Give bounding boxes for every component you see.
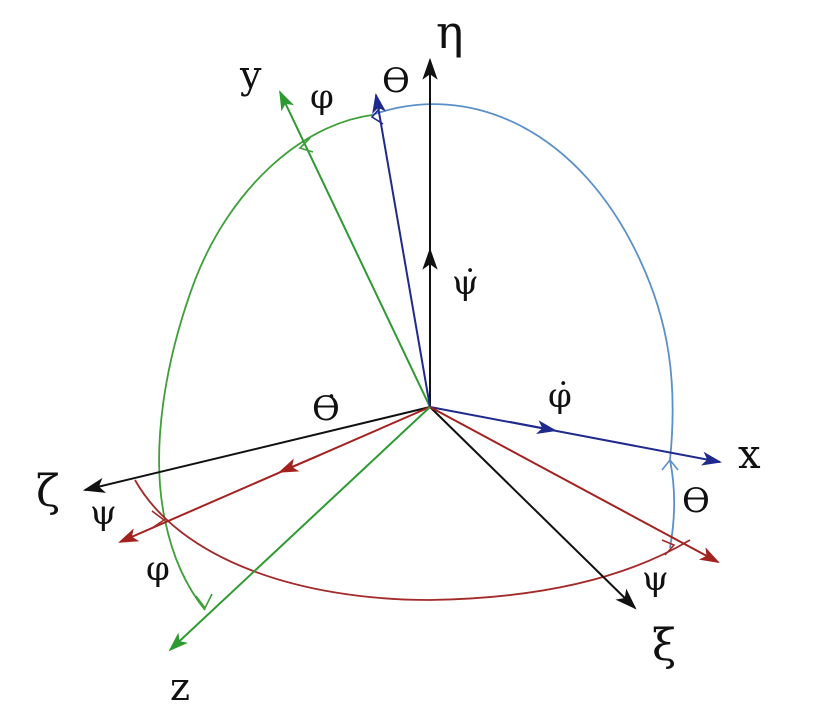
psi-arc-red: [134, 479, 691, 601]
red-left-axis: [118, 406, 431, 543]
label-phi-top: φ: [310, 77, 334, 117]
label-phi-dot: φ̇: [548, 376, 572, 416]
label-theta-dot: ϴ̇: [312, 389, 340, 429]
xi-axis: [429, 406, 637, 610]
label-x: x: [738, 432, 761, 478]
phi-dot-vector: [509, 420, 557, 435]
arc-arrow-phi-bottom: [195, 593, 213, 610]
zeta-axis: [82, 406, 431, 493]
arc-arrow-phi-top: [298, 137, 314, 153]
arc-arrow-theta-x: [661, 458, 679, 471]
label-y: y: [239, 53, 262, 97]
red-right-axis: [429, 406, 720, 563]
red-left-mid-arrow: [278, 454, 321, 473]
label-psi-right: ψ: [642, 559, 669, 599]
x-axis: [429, 406, 722, 466]
label-phi-bottom: φ: [146, 549, 170, 589]
theta-arc-blue: [371, 103, 674, 461]
y-axis: [279, 90, 431, 408]
arc-arrow-psi-left: [151, 510, 166, 529]
theta-node-vector: [372, 93, 431, 408]
phi-arc-green: [158, 114, 373, 611]
arc-arrow-theta-top: [370, 107, 384, 125]
label-xi: ξ: [652, 620, 676, 671]
label-theta-top: ϴ: [382, 61, 410, 101]
label-eta: η: [436, 5, 464, 59]
label-z: z: [170, 665, 190, 709]
theta-arc-blue-lower: [669, 459, 676, 549]
arc-arrow-psi-right: [661, 539, 676, 556]
label-psi-dot: ψ̇: [452, 263, 479, 303]
label-zeta: ζ: [36, 466, 60, 517]
label-theta-right: ϴ: [682, 481, 710, 521]
label-psi-left: ψ: [90, 493, 117, 533]
z-axis: [168, 406, 431, 652]
